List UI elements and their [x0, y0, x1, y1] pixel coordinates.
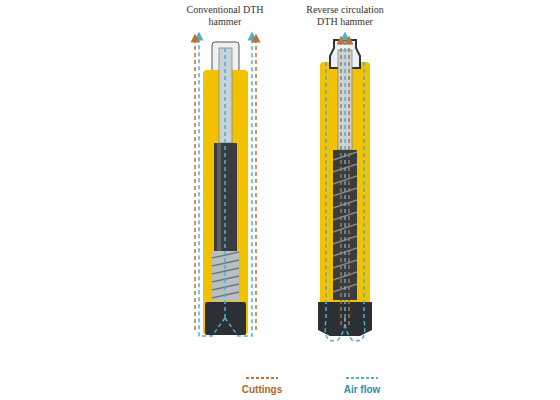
legend-label: Cuttings [242, 384, 283, 396]
legend-sample [346, 377, 378, 379]
hammer-title: Reverse circulation DTH hammer [295, 4, 395, 27]
hammer-title: Conventional DTH hammer [185, 4, 265, 27]
conventional-hammer [195, 36, 256, 336]
legend-label: Air flow [344, 384, 381, 396]
reverse-circulation-hammer [318, 36, 372, 341]
legend-sample [246, 377, 278, 379]
